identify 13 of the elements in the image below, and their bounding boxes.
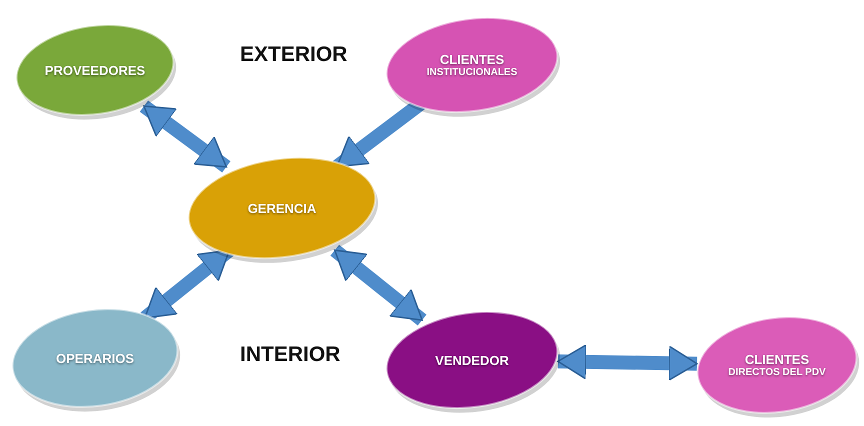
node-title: CLIENTES [744, 352, 810, 367]
block-arrow [557, 344, 698, 381]
zone-label: EXTERIOR [240, 43, 348, 67]
node-title: PROVEEDORES [44, 62, 146, 78]
node-subtitle: DIRECTOS DEL PDV [728, 367, 826, 378]
node-subtitle: INSTITUCIONALES [426, 67, 518, 78]
node-title: CLIENTES [440, 52, 504, 67]
node-title: VENDEDOR [435, 352, 509, 368]
block-arrow [140, 100, 230, 173]
node-title: GERENCIA [248, 200, 316, 216]
zone-label: INTERIOR [240, 343, 340, 367]
node-title: OPERARIOS [56, 350, 134, 366]
block-arrow [330, 244, 426, 326]
